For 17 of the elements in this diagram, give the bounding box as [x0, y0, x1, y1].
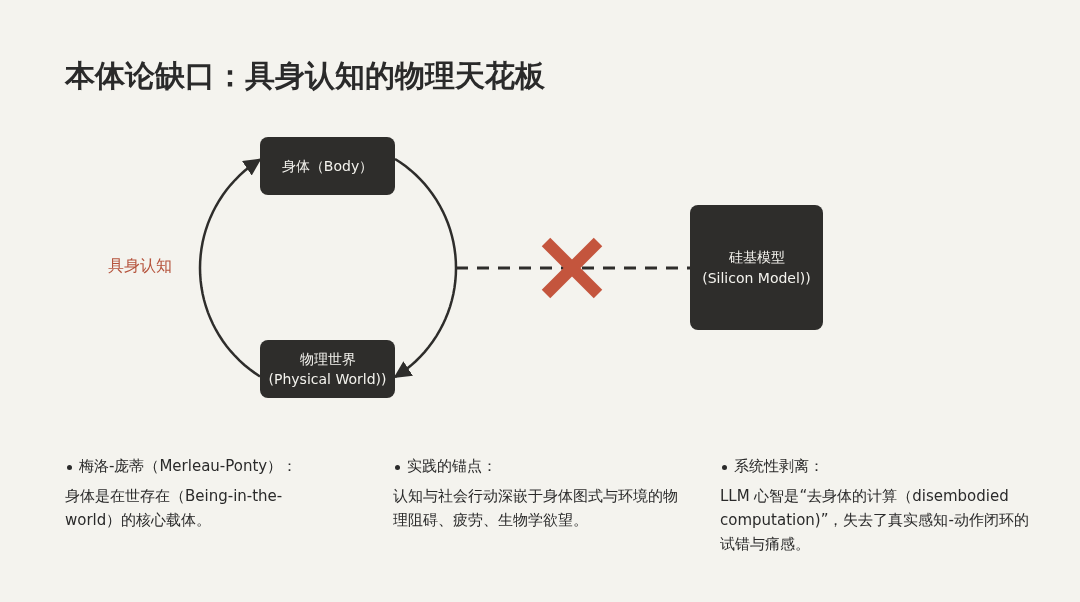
box-label: 硅基模型 (Silicon Model)) [702, 248, 811, 288]
body-text: LLM 心智是“去身体的计算（disembodied computation)”，失去了真实感知-动作闭环的试错与痛感。 [720, 486, 1030, 555]
bullet-heading-text: 实践的锚点： [407, 457, 497, 475]
loop-label: 具身认知 [108, 256, 172, 277]
concept-box [690, 205, 823, 330]
dashed-line [456, 266, 690, 270]
arrow [198, 158, 262, 378]
slide-title: 本体论缺口：具身认知的物理天花板 [65, 57, 545, 95]
concept-box [260, 137, 395, 195]
body-text: 身体是在世存在（Being-in-the-world）的核心载体。 [65, 486, 284, 531]
box-label: 物理世界 (Physical World)) [268, 349, 387, 389]
body-text: 认知与社会行动深嵌于身体图式与环境的物理阻碍、疲劳、生物学欲望。 [393, 486, 679, 531]
concept-box [260, 340, 395, 398]
arrow [393, 157, 458, 379]
bullet-heading-text: 梅洛-庞蒂（Merleau-Ponty）： [79, 457, 298, 475]
box-label: 身体（Body） [281, 156, 374, 176]
bullet-heading-text: 系统性剥离： [734, 457, 824, 475]
